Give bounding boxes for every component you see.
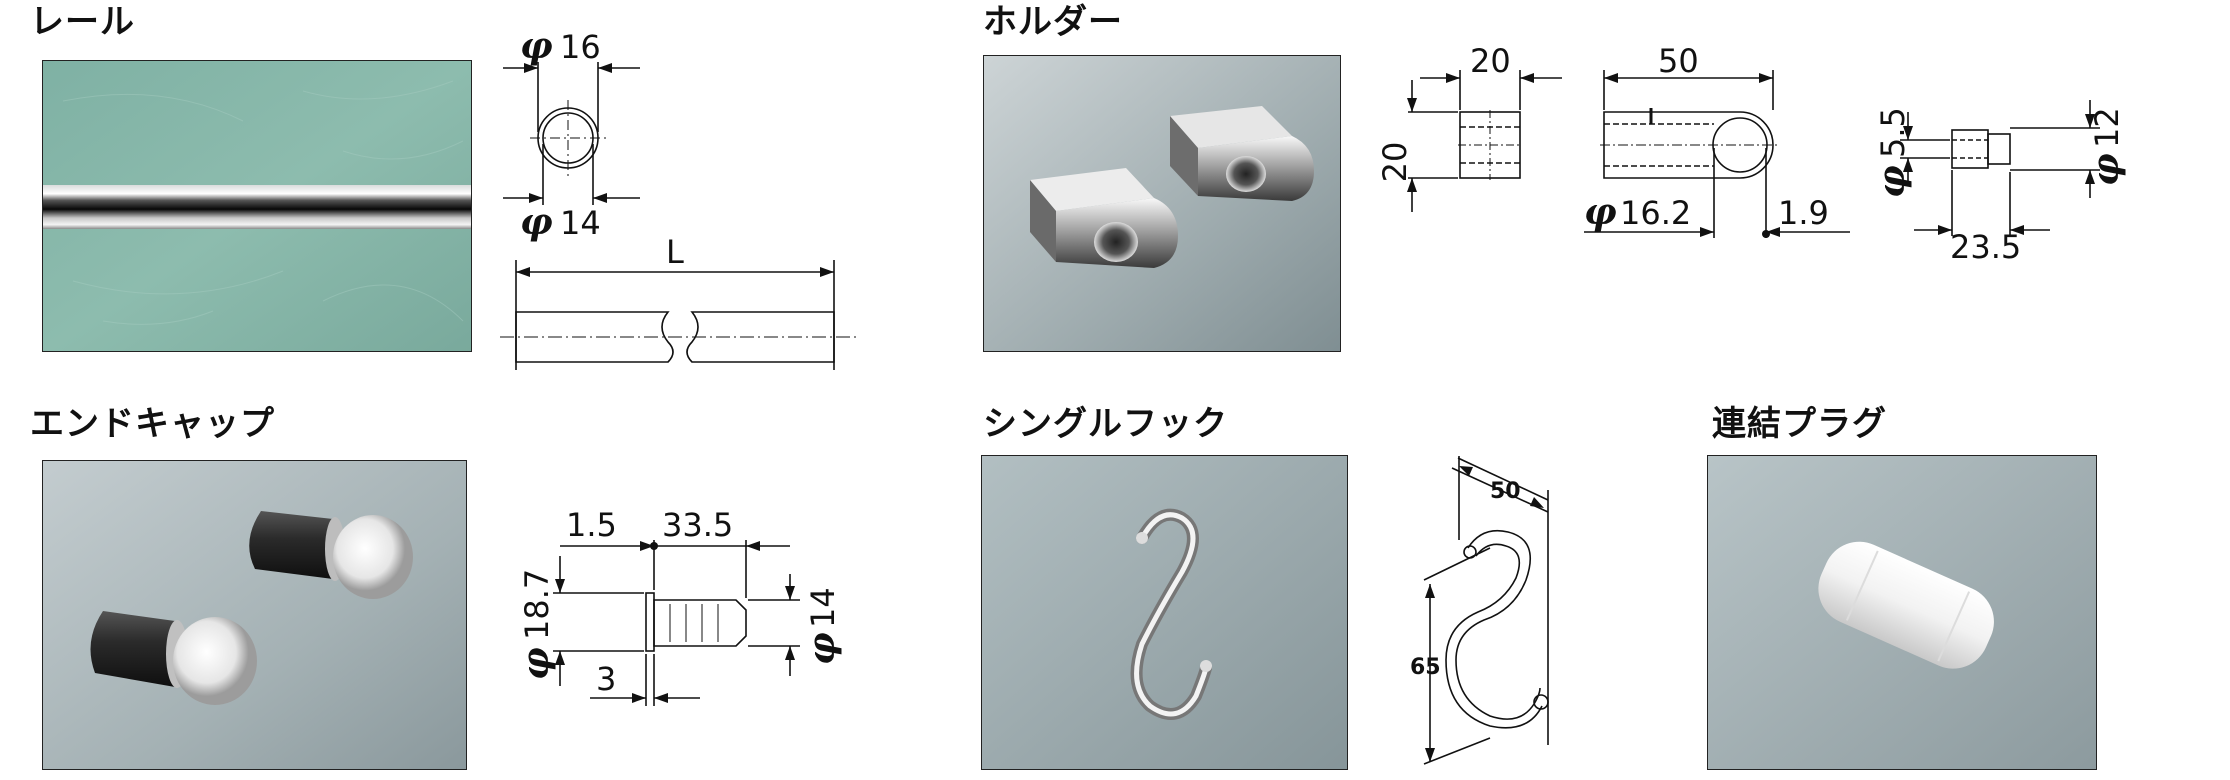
holder-side-length: 23.5 — [1950, 228, 2021, 266]
holder-bore-dia: 16.2 — [1620, 194, 1691, 232]
rail-outer-dia: 16 — [560, 28, 601, 66]
endcap-head-dia: 18.7 — [518, 569, 556, 640]
rail-phi-symbol-top: φ — [520, 25, 553, 67]
holder-side-width: 20 — [1470, 42, 1511, 80]
holder-phi-side: φ — [2085, 153, 2127, 186]
holder-side-height: 20 — [1376, 142, 1414, 183]
holder-phi-hole: φ — [1871, 165, 1913, 198]
hook-width: 50 — [1490, 479, 1521, 504]
holder-side-dia: 12 — [2088, 107, 2126, 148]
rail-phi-symbol-bottom: φ — [520, 201, 553, 243]
plug-title: 連結プラグ — [1712, 404, 1887, 444]
hook-body-outer — [1455, 529, 1541, 720]
endcap-phi-body: φ — [801, 632, 843, 665]
endcap-title: エンドキャップ — [30, 404, 275, 444]
endcap-photo — [42, 460, 467, 770]
rail-body-right — [686, 311, 835, 363]
holder-phi-bore: φ — [1584, 191, 1617, 233]
endcap-length: 33.5 — [662, 506, 733, 544]
holder-photo — [983, 55, 1341, 352]
endcap-flange: 1.5 — [566, 506, 617, 544]
rail-title: レール — [30, 2, 135, 42]
hook-photo — [981, 455, 1348, 770]
holder-title: ホルダー — [983, 2, 1123, 42]
rail-body-left — [515, 311, 674, 363]
plug-photo — [1707, 455, 2097, 770]
endcap-phi-head: φ — [515, 647, 557, 680]
rail-photo — [42, 60, 472, 352]
hook-body-inner — [1445, 543, 1543, 729]
endcap-body-dia: 14 — [804, 587, 842, 628]
holder-top-body — [1603, 111, 1774, 179]
endcap-body — [653, 599, 747, 647]
holder-top-width: 50 — [1658, 42, 1699, 80]
endcap-thickness: 3 — [596, 660, 616, 698]
hook-title: シングルフック — [983, 404, 1228, 444]
hook-height: 65 — [1410, 655, 1441, 680]
holder-gap: 1.9 — [1778, 194, 1829, 232]
rail-inner-dia: 14 — [560, 204, 601, 242]
holder-side-hole: 5.5 — [1874, 107, 1912, 158]
rail-length-label: L — [666, 233, 684, 271]
